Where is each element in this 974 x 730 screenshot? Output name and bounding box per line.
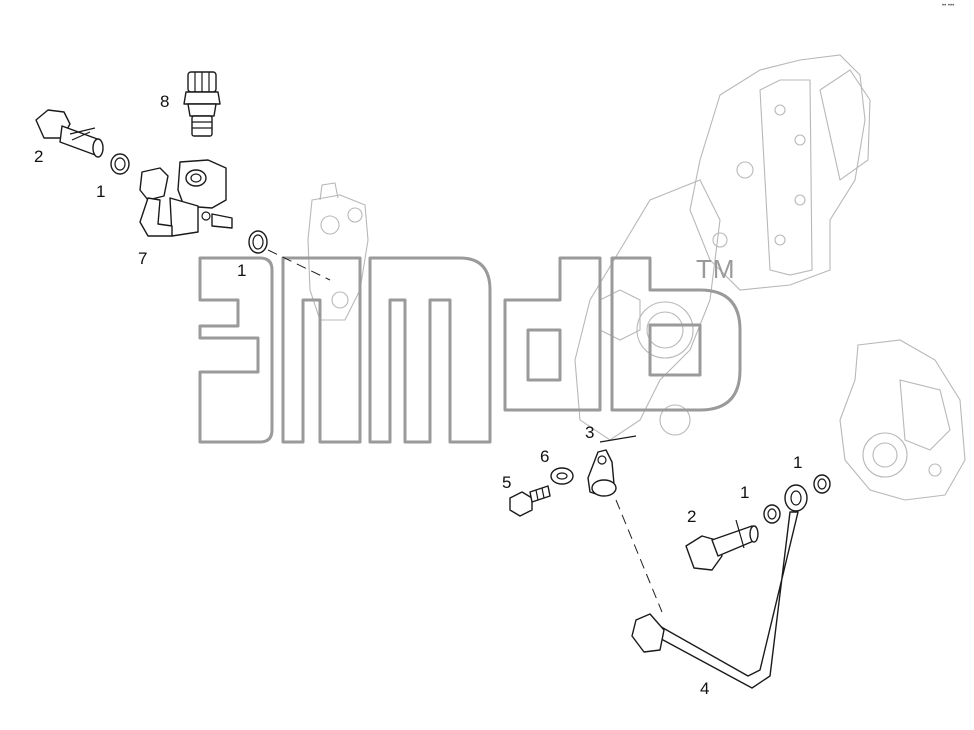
callout-label: 2	[687, 507, 697, 526]
background-housing-right	[839, 339, 966, 501]
part-6-washer	[550, 467, 574, 485]
part-1-washer-upper	[110, 153, 130, 175]
part-3-clamp	[587, 435, 637, 497]
callout-label: 1	[740, 483, 750, 502]
watermark-trademark: TM	[696, 254, 736, 284]
callout-label: 8	[160, 92, 170, 111]
watermark-logo	[198, 256, 742, 444]
background-housing-large	[574, 54, 871, 441]
corner-mark: •• •••	[942, 3, 955, 9]
callout-label: 3	[585, 423, 595, 442]
callout-label: 1	[237, 261, 247, 280]
callout-label: 1	[793, 453, 803, 472]
background-valve-small	[307, 182, 369, 321]
part-1-washer-middle	[248, 230, 331, 281]
callout-label: 2	[34, 147, 44, 166]
callout-label: 6	[540, 447, 550, 466]
callout-label: 1	[96, 182, 106, 201]
callout-label: 4	[700, 679, 710, 698]
part-2-bolt-lower	[685, 519, 759, 571]
callout-label: 7	[138, 249, 148, 268]
part-7-adapter	[139, 159, 233, 237]
part-5-screw	[509, 485, 551, 517]
part-4-pipe	[615, 484, 808, 689]
part-1-washer-lower	[763, 504, 781, 524]
part-8-sensor	[183, 71, 221, 137]
part-2-bolt-upper	[35, 109, 104, 158]
callout-label: 5	[502, 473, 512, 492]
part-1-washer-right	[813, 474, 831, 494]
